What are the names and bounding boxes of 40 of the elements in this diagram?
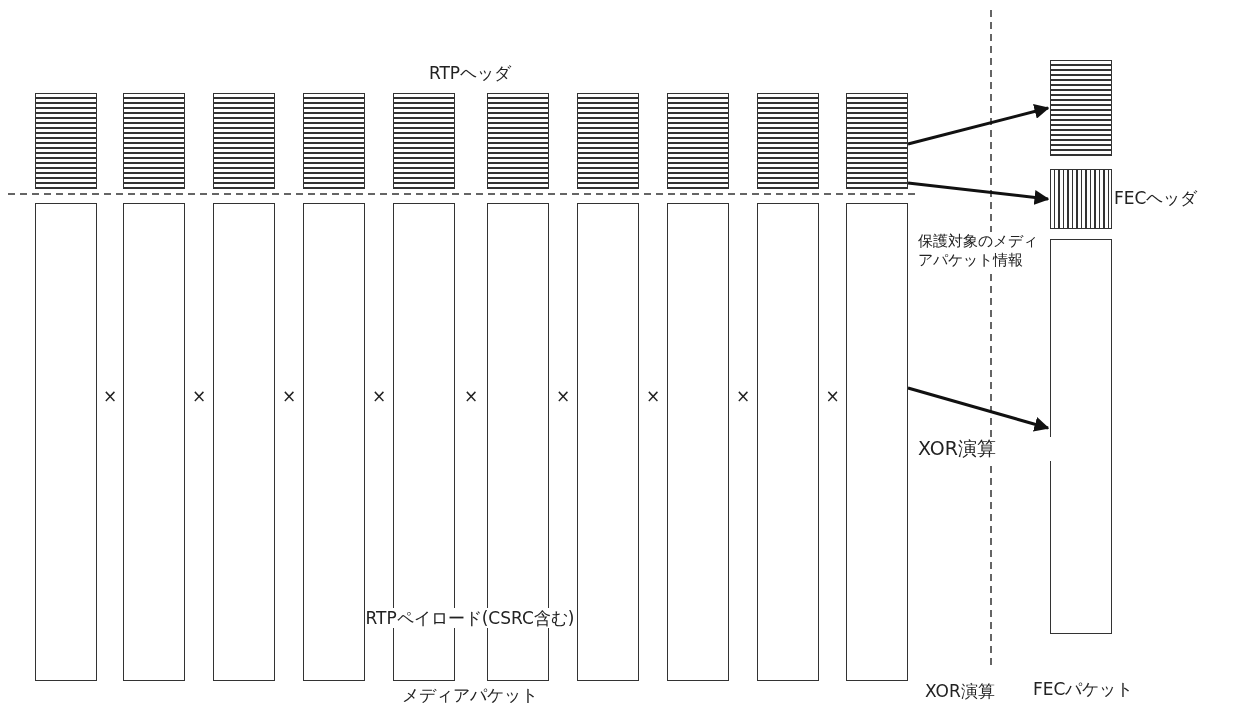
group-caption: メディアパケット <box>402 685 538 706</box>
payload-caption: RTPペイロード(CSRC含む) <box>365 608 575 629</box>
packet-block <box>1050 239 1112 634</box>
hatched-block <box>35 93 97 189</box>
packet-block <box>303 203 365 681</box>
multiply-sign: × <box>191 386 207 407</box>
hatched-block <box>667 93 729 189</box>
packet-block <box>577 203 639 681</box>
hatched-block <box>757 93 819 189</box>
arrow <box>907 386 1050 432</box>
header-caption: RTPヘッダ <box>428 63 512 84</box>
multiply-sign: × <box>735 386 751 407</box>
hatched-block <box>846 93 908 189</box>
operation-caption: XOR演算 <box>925 681 995 702</box>
arrow <box>907 181 1050 205</box>
multiply-sign: × <box>645 386 661 407</box>
packet-block <box>123 203 185 681</box>
multiply-sign: × <box>371 386 387 407</box>
arrow <box>907 104 1050 146</box>
multiply-sign: × <box>825 386 840 407</box>
block-label: FECヘッダ <box>1114 188 1198 209</box>
multiply-sign: × <box>281 386 297 407</box>
multiply-sign: × <box>463 386 479 407</box>
edge-label: 保護対象のメディアパケット情報 <box>918 232 1038 270</box>
packet-block <box>35 203 97 681</box>
hatched-block <box>1050 169 1112 229</box>
hatched-block <box>577 93 639 189</box>
hatched-block <box>1050 60 1112 156</box>
hatched-block <box>303 93 365 189</box>
packet-block <box>667 203 729 681</box>
packet-block <box>213 203 275 681</box>
hatched-block <box>393 93 455 189</box>
hatched-block <box>487 93 549 189</box>
multiply-sign: × <box>555 386 571 407</box>
packet-block <box>846 203 908 681</box>
hatched-block <box>213 93 275 189</box>
group-caption: FECパケット <box>1033 679 1134 700</box>
packet-block <box>757 203 819 681</box>
hatched-block <box>123 93 185 189</box>
multiply-sign: × <box>102 386 118 407</box>
